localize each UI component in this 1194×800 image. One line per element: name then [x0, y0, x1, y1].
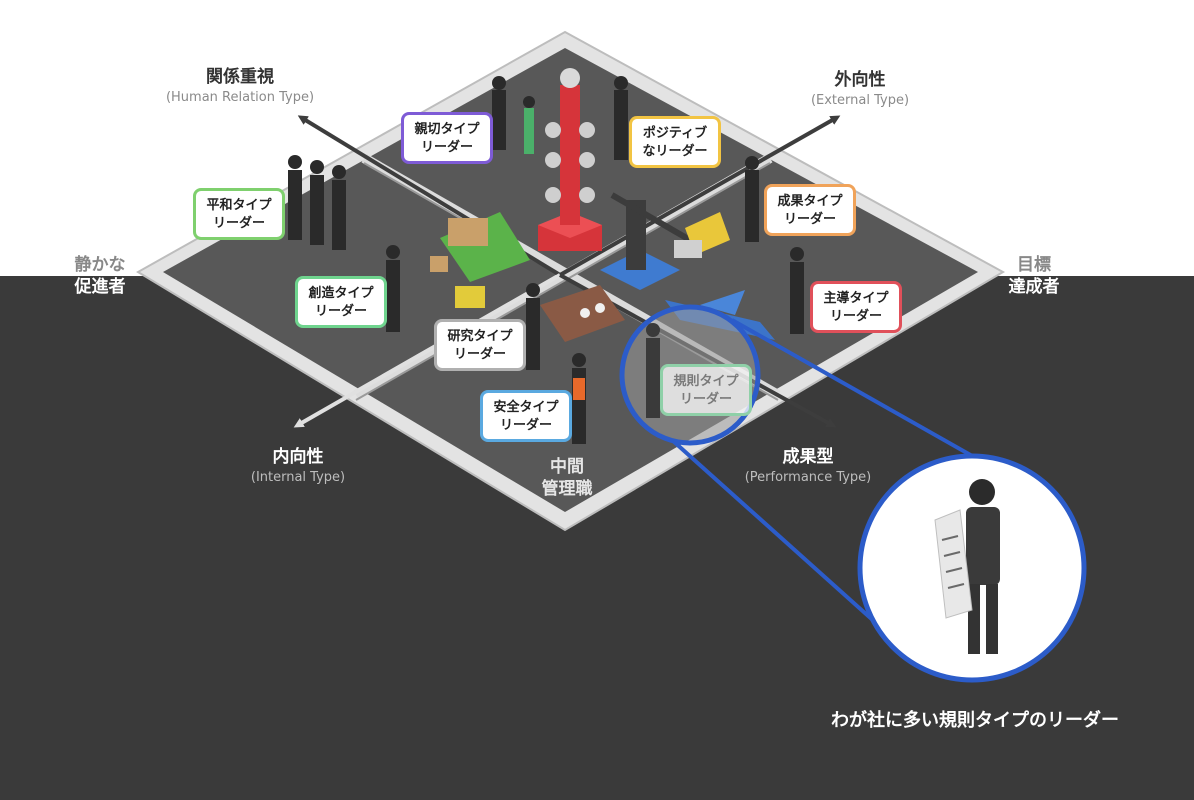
axis-title-performance: 成果型 [782, 447, 834, 467]
inner-wall-shadow-b [355, 162, 771, 401]
leader-peace-line1: 平和タイプ [206, 198, 272, 213]
rule-leader-figure [934, 479, 1000, 654]
leader-research-box: 研究タイプ リーダー [434, 319, 526, 371]
axis-label-performance: 成果型 (Performance Type) [708, 442, 908, 485]
leader-peace-line2: リーダー [212, 216, 265, 231]
leader-result-box: 成果タイプ リーダー [764, 184, 856, 236]
side-label-bottom: 中間 管理職 [517, 456, 617, 500]
people-figures [288, 76, 804, 444]
leader-lead-line2: リーダー [829, 309, 882, 324]
axis-title-external: 外向性 [834, 70, 886, 90]
axis-arrow-internal [293, 273, 561, 428]
axis-subtitle-external: (External Type) [810, 93, 910, 108]
zoom-circle-ring [857, 453, 1087, 683]
axis-label-external: 外向性 (External Type) [760, 65, 960, 108]
zoom-caption: わが社に多い規則タイプのリーダー [831, 710, 1119, 731]
lens-ring [619, 304, 761, 446]
side-right-line2: 達成者 [1008, 277, 1060, 297]
side-bottom-line2: 管理職 [541, 479, 593, 499]
side-left-line1: 静かな [74, 255, 126, 275]
axis-label-relation: 関係重視 (Human Relation Type) [140, 62, 340, 105]
side-label-left: 静かな 促進者 [50, 254, 150, 298]
leader-result-line2: リーダー [783, 212, 836, 227]
leader-kind-line1: 親切タイプ [414, 122, 480, 137]
tower-prop [538, 68, 602, 251]
lab-table-prop [540, 285, 625, 342]
leader-rule-line1: 規則タイプ [673, 374, 739, 389]
leader-positive-box: ポジティブ なリーダー [629, 116, 721, 168]
leader-safety-line2: リーダー [499, 418, 552, 433]
crane-prop [600, 192, 730, 290]
side-right-line1: 目標 [1017, 255, 1051, 275]
axis-subtitle-relation: (Human Relation Type) [165, 90, 315, 105]
leader-lead-line1: 主導タイプ [823, 291, 889, 306]
leader-research-line2: リーダー [453, 347, 506, 362]
leader-result-line1: 成果タイプ [777, 194, 843, 209]
zoom-circle [857, 453, 1087, 683]
side-label-right: 目標 達成者 [984, 254, 1084, 298]
axis-title-internal: 内向性 [272, 447, 324, 467]
warehouse-prop [430, 212, 530, 308]
axis-subtitle-performance: (Performance Type) [744, 470, 872, 485]
leader-positive-line1: ポジティブ [642, 126, 708, 141]
axis-title-relation: 関係重視 [206, 67, 274, 87]
axis-arrow-external [559, 115, 841, 277]
side-left-line2: 促進者 [74, 277, 126, 297]
leader-creative-line2: リーダー [314, 304, 367, 319]
zoom-line-lower [670, 438, 897, 642]
leader-creative-line1: 創造タイプ [308, 286, 374, 301]
leader-kind-line2: リーダー [420, 140, 473, 155]
leader-kind-box: 親切タイプ リーダー [401, 112, 493, 164]
leader-rule-box: 規則タイプ リーダー [660, 364, 752, 416]
leader-peace-box: 平和タイプ リーダー [193, 188, 285, 240]
leader-safety-box: 安全タイプ リーダー [480, 390, 572, 442]
leader-creative-box: 創造タイプ リーダー [295, 276, 387, 328]
leader-research-line1: 研究タイプ [447, 329, 513, 344]
leader-positive-line2: なリーダー [642, 144, 708, 159]
leader-lead-box: 主導タイプ リーダー [810, 281, 902, 333]
side-bottom-line1: 中間 [550, 457, 584, 477]
axis-subtitle-internal: (Internal Type) [250, 470, 346, 485]
axis-label-internal: 内向性 (Internal Type) [198, 442, 398, 485]
leader-rule-line2: リーダー [679, 392, 732, 407]
leader-safety-line1: 安全タイプ [493, 400, 559, 415]
